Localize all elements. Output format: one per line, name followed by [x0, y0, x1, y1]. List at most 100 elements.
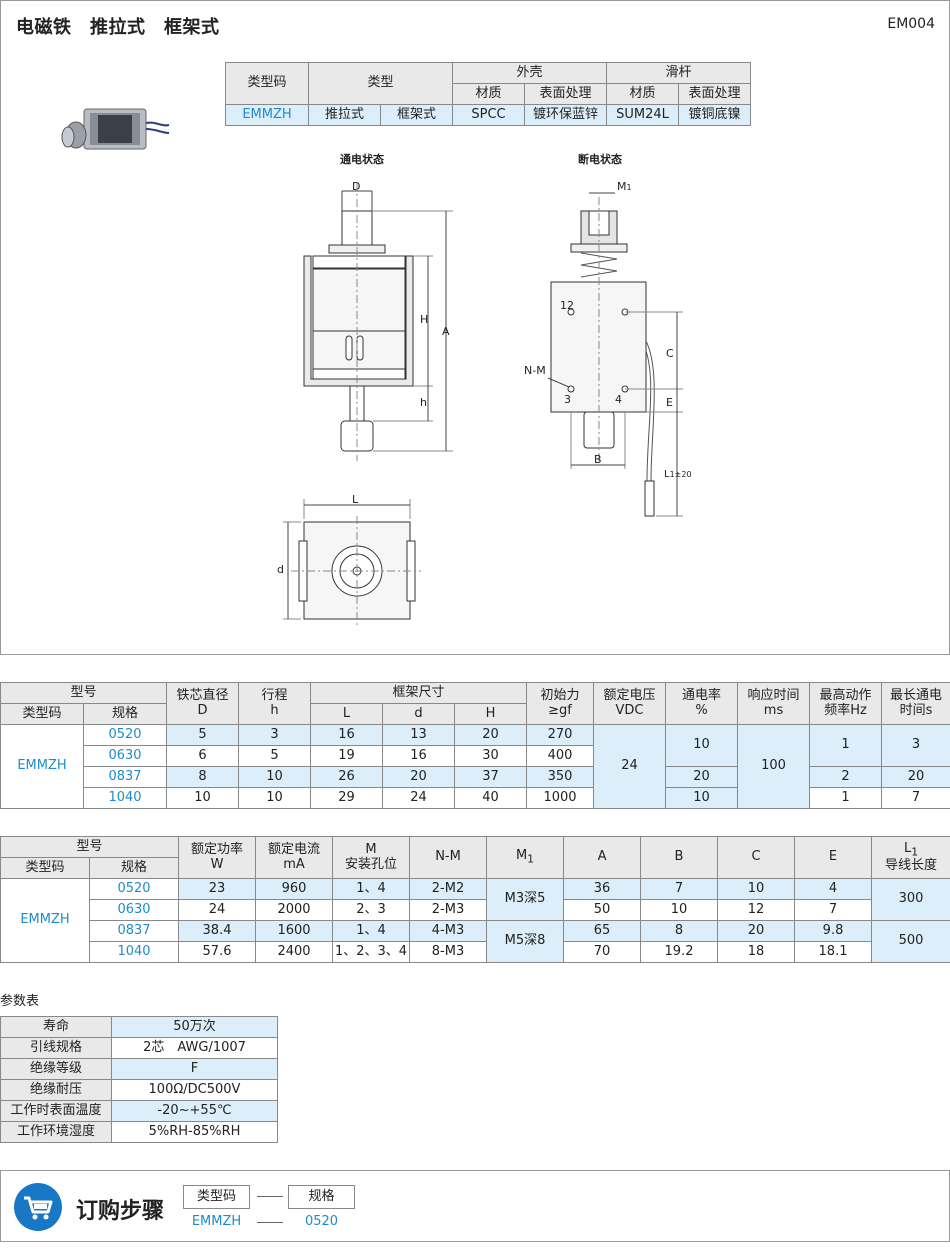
- t2-cell: 23: [178, 878, 257, 900]
- dim-NM: N-M: [524, 364, 546, 377]
- t2-cell: 19.2: [640, 941, 719, 963]
- head-rod-surface: 表面处理: [678, 83, 752, 105]
- t1-spec-link[interactable]: 0520: [82, 724, 168, 746]
- param-key: 绝缘耐压: [0, 1079, 112, 1101]
- t2-cell: 10: [640, 899, 719, 921]
- param-key: 寿命: [0, 1016, 112, 1038]
- step-type-code-value[interactable]: EMMZH: [191, 1214, 242, 1229]
- t2-spec-link[interactable]: 0630: [88, 899, 180, 921]
- material-table: 类型码 类型 外壳 滑杆 材质 表面处理 材质 表面处理 EMMZH 推拉式 框…: [225, 62, 752, 126]
- table-row: 0630 24 2000 2、3 2-M3 50 10 12 7: [1, 899, 950, 921]
- t1-cell: 3: [238, 724, 312, 746]
- t2-cell: 38.4: [178, 920, 257, 942]
- label-energized: 通电状态: [340, 152, 384, 166]
- t2-spec-link[interactable]: 0837: [88, 920, 180, 942]
- t1-spec-link[interactable]: 0630: [82, 745, 168, 767]
- t2-cell: 36: [563, 878, 642, 900]
- energized-view: D A H h: [303, 180, 453, 461]
- t2-cell: 50: [563, 899, 642, 921]
- t2-spec-link[interactable]: 0520: [88, 878, 180, 900]
- t2-cell: 70: [563, 941, 642, 963]
- t2-cell: 7: [640, 878, 719, 900]
- dim-A: A: [442, 325, 450, 338]
- t1-max-on: 7: [881, 787, 950, 809]
- order-steps: 订购步骤 类型码 规格 EMMZH 0520: [0, 1170, 950, 1242]
- t2-cell: 2000: [255, 899, 334, 921]
- step-connector: [257, 1222, 283, 1223]
- t1-cell: 8: [166, 766, 240, 788]
- t1-cell: 13: [382, 724, 456, 746]
- t2-head-nm: N-M: [409, 836, 488, 879]
- t1-cell: 350: [526, 766, 595, 788]
- t1-cell: 16: [382, 745, 456, 767]
- t1-head-code: 类型码: [0, 703, 84, 725]
- t2-type-code[interactable]: EMMZH: [0, 878, 90, 963]
- product-photo: [61, 108, 170, 150]
- t1-cell: 20: [382, 766, 456, 788]
- hole-4: 4: [615, 393, 622, 406]
- shell-surface: 镀环保蓝锌: [524, 104, 608, 126]
- t1-voltage: 24: [593, 724, 667, 809]
- dim-L: L: [352, 493, 359, 506]
- t2-head-A: A: [563, 836, 642, 879]
- t2-m1: M3深5: [486, 878, 565, 921]
- t2-m1: M5深8: [486, 920, 565, 963]
- t1-spec-link[interactable]: 1040: [82, 787, 168, 809]
- type-push-pull: 推拉式: [308, 104, 381, 126]
- t2-head-E: E: [794, 836, 873, 879]
- t1-spec-link[interactable]: 0837: [82, 766, 168, 788]
- t1-type-code[interactable]: EMMZH: [0, 724, 84, 809]
- t1-response: 100: [737, 724, 811, 809]
- t1-cell: 10: [166, 787, 240, 809]
- param-key: 工作时表面温度: [0, 1100, 112, 1122]
- head-rod-material: 材质: [606, 83, 680, 105]
- t1-cell: 10: [238, 787, 312, 809]
- t1-cell: 37: [454, 766, 528, 788]
- dim-d: d: [277, 563, 284, 576]
- t2-cell: 2-M2: [409, 878, 488, 900]
- step-spec: 规格: [288, 1185, 355, 1209]
- param-value: 100Ω/DC500V: [111, 1079, 278, 1101]
- t1-cell: 5: [166, 724, 240, 746]
- param-value: -20~+55℃: [111, 1100, 278, 1122]
- hole-12: 12: [560, 299, 574, 312]
- t2-spec-link[interactable]: 1040: [88, 941, 180, 963]
- table-row: EMMZH 0520 5 3 16 13 20 270 24 10 100 1 …: [0, 724, 950, 809]
- step-type-code: 类型码: [183, 1185, 250, 1209]
- t2-cell: 1、4: [332, 878, 411, 900]
- label-deenergized: 断电状态: [578, 152, 622, 166]
- step-spec-value[interactable]: 0520: [304, 1214, 339, 1229]
- head-shell: 外壳: [452, 62, 608, 84]
- t2-cell: 960: [255, 878, 334, 900]
- t2-head-C: C: [717, 836, 796, 879]
- t1-head-model: 型号: [0, 682, 168, 704]
- t1-cell: 16: [310, 724, 384, 746]
- drawing-panel: 电磁铁 推拉式 框架式 EM004 类型码 类型 外壳 滑杆 材质 表面处理 材…: [0, 0, 950, 655]
- head-rod: 滑杆: [606, 62, 752, 84]
- t2-cell: 2、3: [332, 899, 411, 921]
- t1-head-spec: 规格: [82, 703, 168, 725]
- dim-h: h: [420, 396, 427, 409]
- type-code-link[interactable]: EMMZH: [225, 104, 309, 126]
- t2-cell: 1、2、3、4: [332, 941, 411, 963]
- t1-cell: 1000: [526, 787, 595, 809]
- t1-head-frame: 框架尺寸: [310, 682, 528, 704]
- t1-max-on: 3: [881, 724, 950, 767]
- t2-head-B: B: [640, 836, 719, 879]
- shopping-cart-icon: [14, 1183, 62, 1231]
- t1-cell: 24: [382, 787, 456, 809]
- t1-cell: 270: [526, 724, 595, 746]
- table-row: 0630 6 5 19 16 30 400: [1, 745, 950, 767]
- param-key: 引线规格: [0, 1037, 112, 1059]
- t1-cell: 6: [166, 745, 240, 767]
- t1-cell: 5: [238, 745, 312, 767]
- head-code: 类型码: [225, 62, 309, 105]
- t1-head-L: L: [310, 703, 384, 725]
